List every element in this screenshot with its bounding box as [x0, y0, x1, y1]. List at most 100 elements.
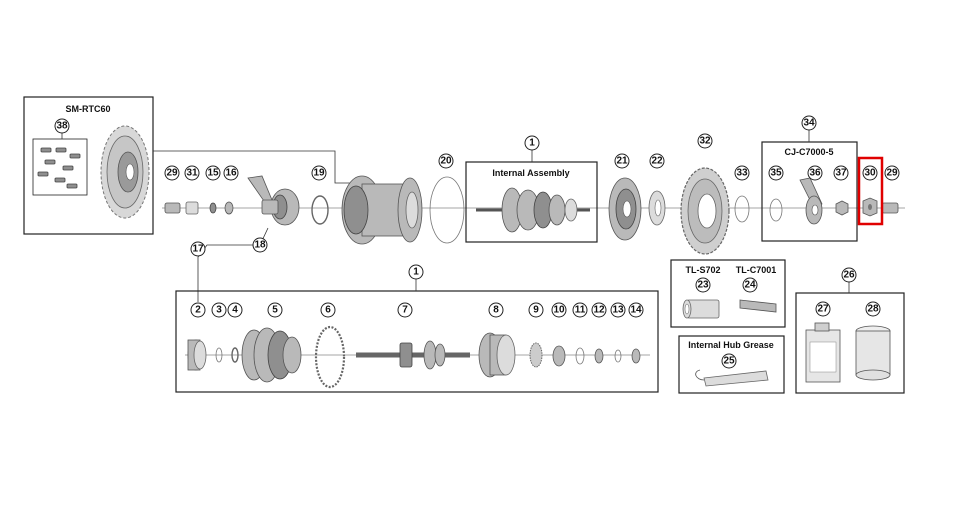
callout-2[interactable]: 2 [190, 302, 206, 318]
part-22-washer[interactable] [648, 190, 666, 226]
part-31[interactable] [185, 201, 199, 215]
callout-36[interactable]: 36 [807, 165, 823, 181]
svg-text:12: 12 [593, 305, 605, 316]
part-8-gear-hub[interactable] [478, 332, 516, 378]
callout-4[interactable]: 4 [227, 302, 243, 318]
part-36-cassette-joint[interactable] [799, 177, 823, 225]
grease-products-box [795, 292, 905, 394]
svg-text:4: 4 [232, 305, 238, 316]
part-35-ring[interactable] [769, 198, 783, 222]
callout-30[interactable]: 30 [862, 165, 878, 181]
svg-text:20: 20 [440, 156, 452, 167]
callout-34[interactable]: 34 [801, 115, 817, 131]
svg-text:13: 13 [612, 305, 624, 316]
callout-20[interactable]: 20 [438, 153, 454, 169]
callout-29-right[interactable]: 29 [884, 165, 900, 181]
callout-32[interactable]: 32 [697, 133, 713, 149]
part-20-ring[interactable] [429, 176, 465, 244]
hub-shell-part[interactable] [341, 175, 423, 245]
part-6-ring-gear[interactable] [314, 325, 346, 389]
part-13-washer[interactable] [614, 349, 622, 363]
callout-38[interactable]: 38 [54, 118, 70, 134]
part-12-nut[interactable] [594, 348, 604, 364]
part-24-tool[interactable] [739, 299, 777, 313]
right-cone-nut-part[interactable] [881, 202, 899, 214]
callout-8[interactable]: 8 [488, 302, 504, 318]
part-2-cup[interactable] [187, 339, 207, 371]
callout-11[interactable]: 11 [572, 302, 588, 318]
callout-22[interactable]: 22 [649, 153, 665, 169]
svg-text:11: 11 [575, 305, 586, 316]
callout-28[interactable]: 28 [865, 301, 881, 317]
callout-21[interactable]: 21 [614, 153, 630, 169]
callout-14[interactable]: 14 [628, 302, 644, 318]
callout-10[interactable]: 10 [551, 302, 567, 318]
callout-23[interactable]: 23 [695, 277, 711, 293]
svg-text:33: 33 [736, 168, 748, 179]
callout-25[interactable]: 25 [721, 353, 737, 369]
rotor-group-box [23, 96, 154, 235]
internal-assembly-part[interactable] [476, 187, 590, 233]
callout-9[interactable]: 9 [528, 302, 544, 318]
callout-18[interactable]: 18 [252, 237, 268, 253]
disc-rotor-part[interactable] [100, 125, 150, 219]
callout-16[interactable]: 16 [223, 165, 239, 181]
callout-1-bottom[interactable]: 1 [408, 264, 424, 280]
part-14-nut[interactable] [631, 348, 641, 364]
part-32-sprocket[interactable] [680, 167, 730, 255]
part-21-dust-cap[interactable] [608, 177, 642, 241]
svg-text:26: 26 [843, 270, 855, 281]
part-7-axle[interactable] [356, 340, 470, 370]
callout-33[interactable]: 33 [734, 165, 750, 181]
svg-text:17: 17 [192, 244, 204, 255]
part-27-grease-can[interactable] [805, 322, 841, 383]
rotor-bolts [37, 147, 81, 189]
svg-text:10: 10 [553, 305, 565, 316]
svg-text:38: 38 [56, 121, 68, 132]
part-25-grease-tube[interactable] [695, 369, 769, 387]
part-33-ring[interactable] [734, 195, 750, 223]
callout-3[interactable]: 3 [211, 302, 227, 318]
part-37-nut[interactable] [835, 200, 849, 216]
callout-12[interactable]: 12 [591, 302, 607, 318]
rotor-group-title: SM-RTC60 [65, 104, 110, 114]
svg-text:15: 15 [207, 168, 219, 179]
callout-31[interactable]: 31 [184, 165, 200, 181]
callout-19[interactable]: 19 [311, 165, 327, 181]
svg-text:27: 27 [817, 304, 829, 315]
part-11-washer[interactable] [575, 347, 585, 365]
svg-text:2: 2 [195, 305, 201, 316]
part-3-spring[interactable] [215, 347, 223, 363]
callout-13[interactable]: 13 [610, 302, 626, 318]
callout-27[interactable]: 27 [815, 301, 831, 317]
callout-37[interactable]: 37 [833, 165, 849, 181]
svg-text:16: 16 [225, 168, 237, 179]
callout-26[interactable]: 26 [841, 267, 857, 283]
callout-15[interactable]: 15 [205, 165, 221, 181]
callout-5[interactable]: 5 [267, 302, 283, 318]
callout-17[interactable]: 17 [190, 241, 206, 257]
part-28-grease-tub[interactable] [855, 325, 891, 381]
part-30-lock-nut[interactable] [862, 197, 878, 217]
part-16[interactable] [224, 201, 234, 215]
callout-1-top[interactable]: 1 [524, 135, 540, 151]
callout-6[interactable]: 6 [320, 302, 336, 318]
part-9-ratchet[interactable] [529, 342, 543, 368]
left-cone-nut-part[interactable] [164, 202, 181, 214]
part-23-tool[interactable] [682, 299, 720, 319]
callout-29-left[interactable]: 29 [164, 165, 180, 181]
grease-box [678, 335, 785, 394]
part-5-planet-gear[interactable] [241, 327, 302, 383]
part-18-lever-cone[interactable] [247, 175, 300, 226]
svg-text:32: 32 [699, 136, 711, 147]
part-19-ring[interactable] [311, 195, 329, 225]
callout-35[interactable]: 35 [768, 165, 784, 181]
callout-7[interactable]: 7 [397, 302, 413, 318]
svg-text:14: 14 [630, 305, 642, 316]
part-4-clip[interactable] [231, 347, 239, 363]
part-10-cone[interactable] [552, 345, 566, 367]
part-15[interactable] [209, 202, 217, 214]
callout-24[interactable]: 24 [742, 277, 758, 293]
svg-text:30: 30 [864, 168, 876, 179]
